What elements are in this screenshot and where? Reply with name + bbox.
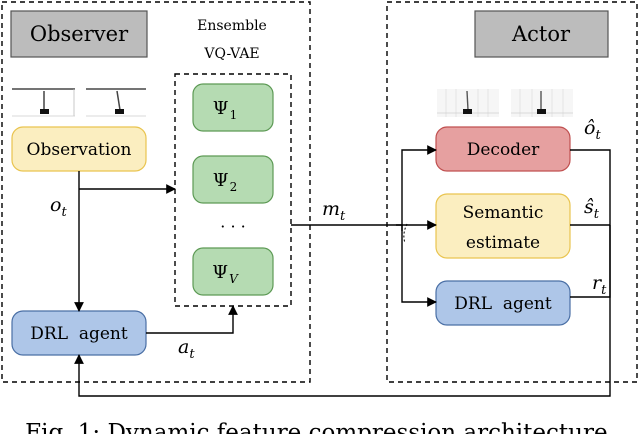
psi-v-label: ΨV (212, 262, 239, 286)
semantic-estimate-label-line2: estimate (466, 233, 540, 253)
ensemble-label-line1: Ensemble (197, 18, 267, 34)
psi-1-node (192, 83, 274, 132)
psi-1-label: Ψ1 (213, 98, 237, 122)
actor-frame-thumbnail-2 (511, 89, 573, 117)
decoder-output-line (570, 149, 611, 225)
psi-2-node (192, 155, 274, 204)
message-to-agent-arrow (401, 225, 437, 307)
actor-title: Actor (511, 22, 571, 46)
decoder-node-label: Decoder (467, 140, 540, 160)
signal-o-t: ot (50, 194, 67, 220)
message-junction (396, 224, 403, 231)
observer-frame-thumbnail-1 (12, 88, 75, 117)
observer-title: Observer (30, 22, 129, 46)
ensemble-label-line2: VQ-VAE (203, 46, 259, 62)
message-to-decoder-arrow (401, 145, 437, 225)
feedback-arrow (74, 225, 611, 397)
drl-agent-actor-label: DRL agent (454, 294, 552, 314)
signal-o-hat-t: ôt (584, 117, 601, 143)
observer-frame (1, 1, 311, 383)
psi-2-label: Ψ2 (213, 170, 237, 194)
signal-r-t: rt (592, 272, 607, 298)
ensemble-ellipsis: · · · (220, 217, 245, 236)
actor-title-box (474, 10, 609, 58)
psi-v-node (192, 247, 274, 296)
figure-caption: Fig. 1: Dynamic feature compression arch… (25, 420, 615, 434)
message-fork-dotted-curve (403, 223, 408, 244)
drl-agent-observer-label: DRL agent (30, 324, 128, 344)
signal-m-t: mt (322, 198, 346, 224)
observer-frame-thumbnail-2 (86, 88, 146, 117)
action-to-ensemble-arrow (146, 305, 238, 334)
semantic-estimate-label-line1: Semantic (463, 203, 544, 223)
signal-s-hat-t: ŝt (584, 196, 600, 222)
observation-node-label: Observation (27, 140, 132, 160)
signal-a-t: at (178, 336, 195, 362)
actor-frame-thumbnail-1 (437, 89, 499, 117)
observer-title-box (10, 10, 148, 58)
